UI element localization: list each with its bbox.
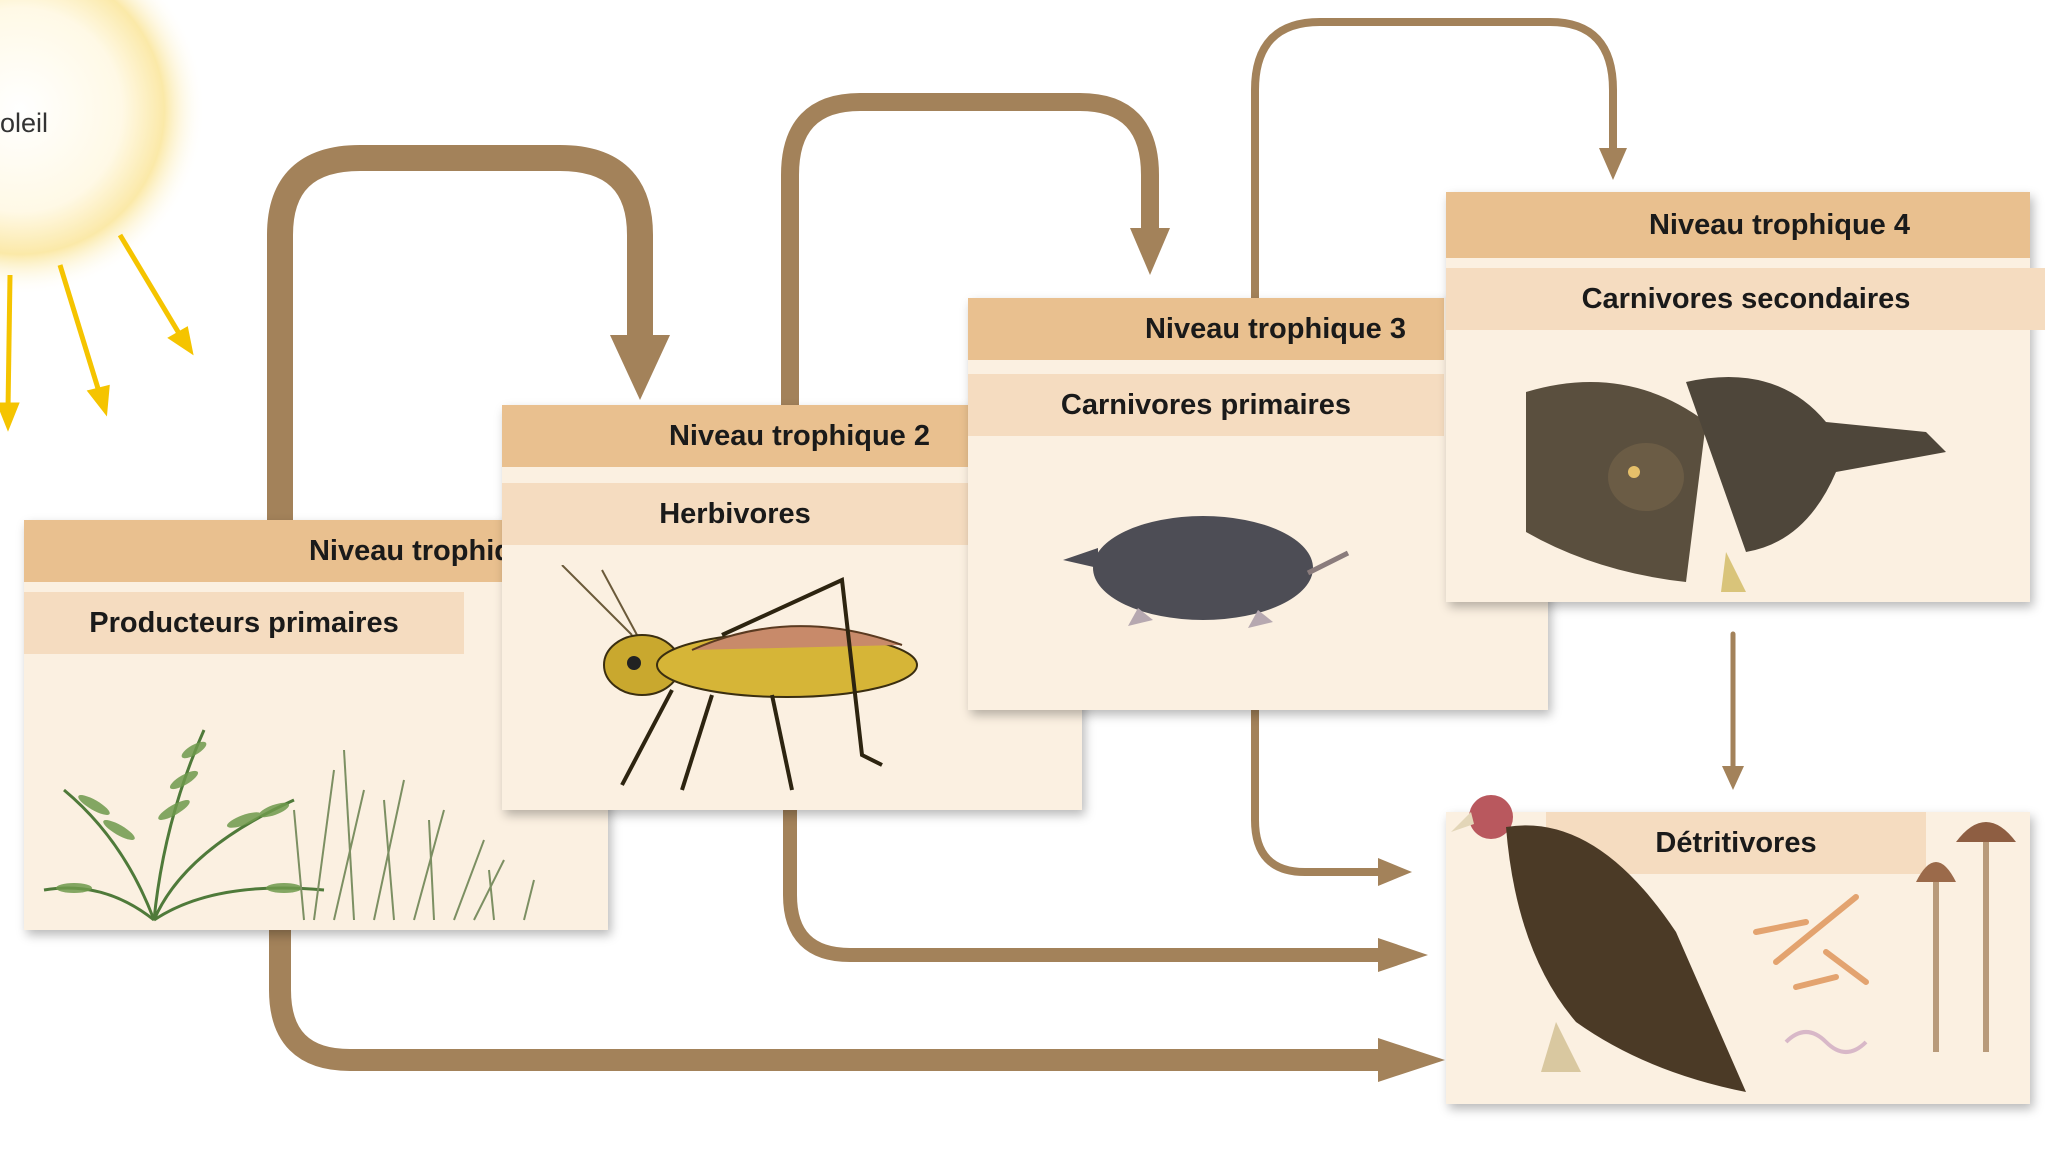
level-1-category: Producteurs primaires [24,592,464,654]
level-2-title: Niveau trophique 2 [502,405,968,467]
arrow-level3-to-detritivores [1255,710,1385,872]
vulture-illustration [1446,772,1776,1104]
level-4-title: Niveau trophique 4 [1446,192,2030,258]
level-2-category: Herbivores [502,483,968,545]
level-3-title: Niveau trophique 3 [968,298,1444,360]
level-3-category: Carnivores primaires [968,374,1444,436]
card-detritivores: Détritivores [1446,812,2030,1104]
card-level-4: Niveau trophique 4 Carnivores secondaire… [1446,192,2030,602]
arrow-level2-to-detritivores [790,810,1385,955]
mole-illustration [1058,498,1358,638]
owl-illustration [1506,362,1986,602]
level-4-category: Carnivores secondaires [1446,268,2045,330]
worms-illustration [1746,892,1906,1092]
grasshopper-illustration [542,565,982,795]
